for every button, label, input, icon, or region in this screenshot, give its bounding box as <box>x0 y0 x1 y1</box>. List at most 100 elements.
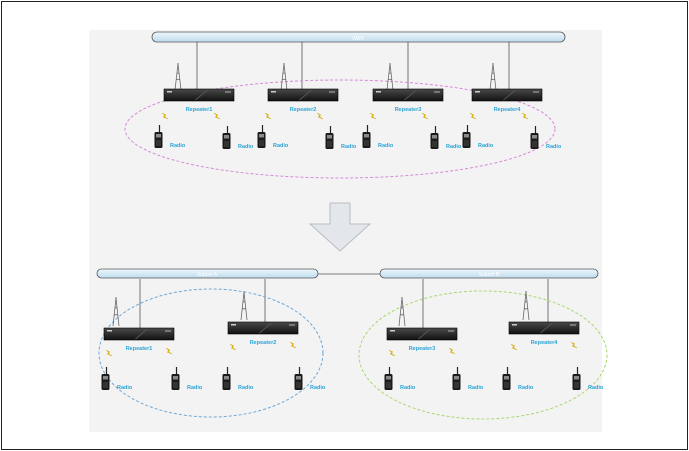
radio-keypad <box>156 140 161 146</box>
lightning-bolt-icon <box>570 341 578 349</box>
tower-frame <box>280 63 288 91</box>
bus-label: WAN <box>352 36 364 42</box>
radio-screen <box>574 376 579 380</box>
repeater-port <box>225 91 231 93</box>
lightning-bolt-icon <box>448 347 456 355</box>
repeater-label: Repeater3 <box>409 346 436 352</box>
repeater-label: Repeater4 <box>531 340 559 346</box>
radio-label: Radio <box>378 143 394 149</box>
radio-keypad <box>224 141 229 147</box>
repeater-stripe <box>404 89 417 101</box>
radio-keypad <box>432 141 437 147</box>
repeater-unit: Repeater1 <box>163 88 235 113</box>
right-bus: Subnet B <box>379 268 599 279</box>
radio-label: Radio <box>588 385 604 391</box>
repeater-box <box>267 88 339 102</box>
radio-screen <box>156 134 161 138</box>
network-boundary-ellipse <box>124 79 556 179</box>
radio-handset-icon: Radio <box>530 126 562 150</box>
repeater-label: Repeater1 <box>186 107 213 113</box>
radio-screen <box>224 135 229 139</box>
repeater-box <box>386 327 458 341</box>
radio-screen <box>224 376 229 380</box>
lightning-bolt-icon <box>316 112 324 120</box>
antenna-tower-icon <box>280 63 288 91</box>
repeater-unit: Repeater2 <box>267 88 339 113</box>
right-network-boundary-ellipse <box>358 290 608 420</box>
repeater-display <box>107 330 112 332</box>
radio-label: Radio <box>478 143 494 149</box>
radio-keypad <box>296 382 301 388</box>
radio-screen <box>173 376 178 380</box>
repeater-display <box>167 91 172 93</box>
repeater-label: Repeater3 <box>395 107 422 113</box>
tower-frame <box>174 63 182 91</box>
tower-frame <box>398 297 406 327</box>
radio-handset-icon: Radio <box>384 367 416 391</box>
repeater-unit: Repeater3 <box>372 88 444 113</box>
bus-bar <box>96 268 319 279</box>
lightning-bolt-icon <box>369 112 377 120</box>
radio-screen <box>327 135 332 139</box>
tower-frame <box>386 63 394 91</box>
antenna-tower-icon <box>112 297 120 327</box>
repeater-port <box>329 91 335 93</box>
repeater-unit: Repeater1 <box>103 327 175 352</box>
radio-label: Radio <box>546 144 562 150</box>
lightning-bolt-icon <box>469 112 477 120</box>
radio-label: Radio <box>187 385 203 391</box>
tower-tip <box>401 297 403 299</box>
tower-tip <box>525 291 527 293</box>
top-network: WAN <box>124 31 566 179</box>
repeater-port <box>434 91 440 93</box>
repeater-box <box>471 88 543 102</box>
tower-tip <box>115 297 117 299</box>
tower-frame <box>240 291 248 321</box>
repeater-unit: Repeater2 <box>227 321 299 346</box>
radio-keypad <box>532 141 537 147</box>
radio-keypad <box>504 382 509 388</box>
radio-label: Radio <box>170 143 186 149</box>
radio-handset-icon: Radio <box>101 367 133 391</box>
repeater-label: Repeater4 <box>494 107 522 113</box>
repeater-label: Repeater1 <box>126 346 153 352</box>
radio-keypad <box>327 141 332 147</box>
tower-tip <box>283 63 285 65</box>
radio-keypad <box>364 140 369 146</box>
lightning-bolt-icon <box>521 112 529 120</box>
radio-label: Radio <box>310 385 326 391</box>
repeater-port <box>165 330 171 332</box>
antenna-tower-icon <box>489 63 497 91</box>
radio-screen <box>504 376 509 380</box>
radio-label: Radio <box>468 385 484 391</box>
repeater-port <box>448 330 454 332</box>
radio-screen <box>464 134 469 138</box>
left-network-boundary-ellipse <box>98 288 324 418</box>
lightning-bolt-icon <box>421 112 429 120</box>
repeater-stripe <box>503 89 516 101</box>
repeater-port <box>289 324 295 326</box>
repeater-unit: Repeater3 <box>386 327 458 352</box>
radio-keypad <box>574 382 579 388</box>
antenna-tower-icon <box>386 63 394 91</box>
repeater-unit: Repeater4 <box>508 321 580 346</box>
lightning-bolt-icon <box>264 112 272 120</box>
radio-keypad <box>386 382 391 388</box>
repeater-stripe <box>195 89 208 101</box>
bus-bar <box>379 268 599 279</box>
repeater-box <box>163 88 235 102</box>
repeater-box <box>103 327 175 341</box>
radio-screen <box>259 134 264 138</box>
radio-label: Radio <box>273 143 289 149</box>
radio-label: Radio <box>518 385 534 391</box>
radio-screen <box>386 376 391 380</box>
radio-handset-icon: Radio <box>572 367 604 391</box>
radio-handset-icon: Radio <box>294 367 326 391</box>
radio-handset-icon: Radio <box>325 126 357 150</box>
top-bus: WAN <box>151 31 566 43</box>
antenna-tower-icon <box>240 291 248 321</box>
radio-handset-icon: Radio <box>430 126 462 150</box>
radio-keypad <box>103 382 108 388</box>
lightning-bolt-icon <box>161 112 169 120</box>
